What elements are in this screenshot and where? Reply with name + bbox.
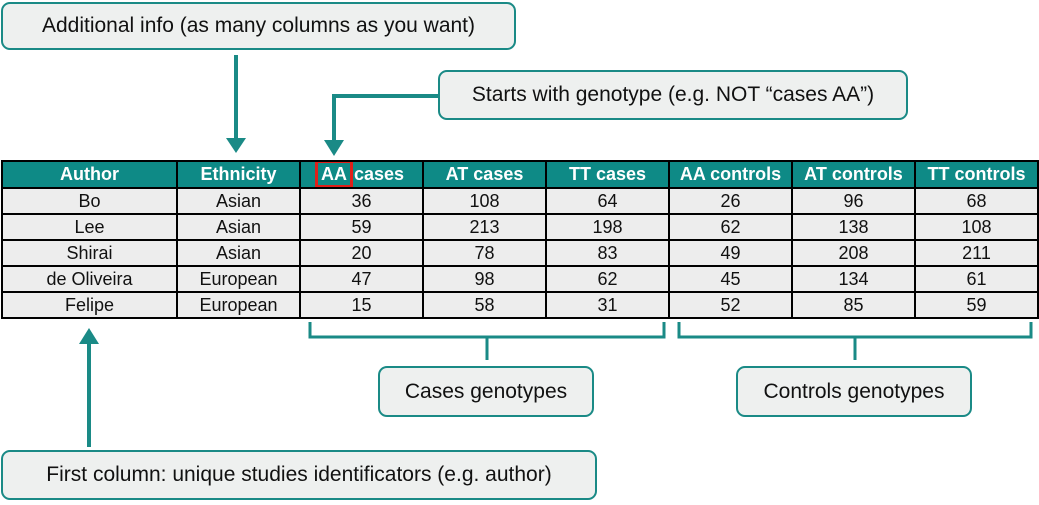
table-cell: 64 xyxy=(545,187,670,215)
table-cell: 211 xyxy=(914,239,1039,267)
controls-brace xyxy=(677,322,1033,360)
starts-with-genotype-arrow xyxy=(332,94,438,142)
table-cell: Shirai xyxy=(1,239,178,267)
table-cell: Bo xyxy=(1,187,178,215)
table-cell: 31 xyxy=(545,291,670,319)
table-cell: Asian xyxy=(176,239,301,267)
table-cell: 198 xyxy=(545,213,670,241)
header-at-cases: AT cases xyxy=(422,160,547,189)
table-cell: 59 xyxy=(299,213,424,241)
first-column-arrowhead xyxy=(79,328,99,344)
cases-genotypes-text: Cases genotypes xyxy=(404,379,568,403)
table-header-row: Author Ethnicity AA cases AT cases TT ca… xyxy=(1,160,1039,189)
header-aa-cases: AA cases xyxy=(299,160,424,189)
additional-info-text: Additional info (as many columns as you … xyxy=(41,14,476,37)
table-cell: 83 xyxy=(545,239,670,267)
table-cell: Lee xyxy=(1,213,178,241)
controls-genotypes-callout: Controls genotypes xyxy=(736,366,972,417)
first-column-text: First column: unique studies identificat… xyxy=(46,463,552,486)
header-at-controls: AT controls xyxy=(791,160,916,189)
table-cell: 78 xyxy=(422,239,547,267)
table-cell: 68 xyxy=(914,187,1039,215)
table-cell: Asian xyxy=(176,187,301,215)
additional-info-arrowhead xyxy=(226,138,246,153)
table-cell: 134 xyxy=(791,265,916,293)
table-cell: European xyxy=(176,291,301,319)
cases-brace xyxy=(308,322,666,360)
starts-with-genotype-arrowhead xyxy=(324,140,344,156)
starts-with-genotype-text: Starts with genotype (e.g. NOT “cases AA… xyxy=(471,83,875,106)
table-cell: 62 xyxy=(668,213,793,241)
table-cell: 15 xyxy=(299,291,424,319)
header-tt-controls: TT controls xyxy=(914,160,1039,189)
controls-genotypes-text: Controls genotypes xyxy=(763,379,945,403)
table-cell: European xyxy=(176,265,301,293)
header-ethnicity: Ethnicity xyxy=(176,160,301,189)
first-column-callout: First column: unique studies identificat… xyxy=(1,450,597,500)
table-cell: 138 xyxy=(791,213,916,241)
table-cell: 98 xyxy=(422,265,547,293)
header-aa-cases-suffix: cases xyxy=(348,164,405,184)
starts-with-genotype-callout: Starts with genotype (e.g. NOT “cases AA… xyxy=(438,70,908,120)
header-author: Author xyxy=(1,160,178,189)
table-cell: 213 xyxy=(422,213,547,241)
table-cell: 85 xyxy=(791,291,916,319)
table-cell: 61 xyxy=(914,265,1039,293)
table-cell: 36 xyxy=(299,187,424,215)
header-aa-controls: AA controls xyxy=(668,160,793,189)
table-cell: 45 xyxy=(668,265,793,293)
genotype-table: Author Ethnicity AA cases AT cases TT ca… xyxy=(1,160,1039,319)
table-cell: 62 xyxy=(545,265,670,293)
table-cell: 52 xyxy=(668,291,793,319)
table-cell: 49 xyxy=(668,239,793,267)
header-tt-cases: TT cases xyxy=(545,160,670,189)
additional-info-callout: Additional info (as many columns as you … xyxy=(1,2,516,50)
table-cell: de Oliveira xyxy=(1,265,178,293)
table-cell: 47 xyxy=(299,265,424,293)
table-cell: 96 xyxy=(791,187,916,215)
genotype-highlight: AA xyxy=(314,163,353,186)
table-cell: 108 xyxy=(422,187,547,215)
table-cell: Felipe xyxy=(1,291,178,319)
table-cell: Asian xyxy=(176,213,301,241)
table-cell: 59 xyxy=(914,291,1039,319)
table-cell: 26 xyxy=(668,187,793,215)
table-cell: 108 xyxy=(914,213,1039,241)
table-cell: 20 xyxy=(299,239,424,267)
table-cell: 58 xyxy=(422,291,547,319)
table-cell: 208 xyxy=(791,239,916,267)
cases-genotypes-callout: Cases genotypes xyxy=(378,366,594,417)
